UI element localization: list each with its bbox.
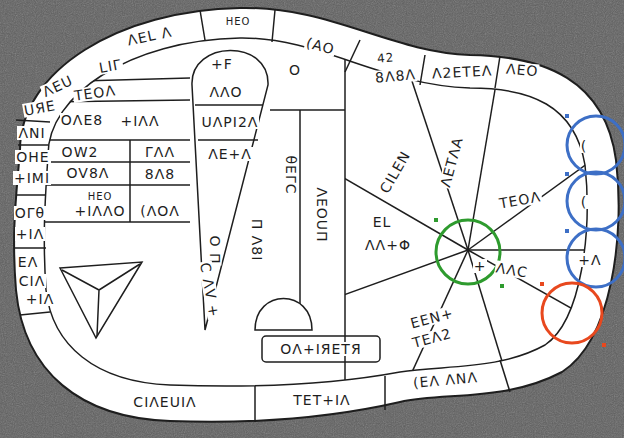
inscription-label: ( <box>580 195 588 209</box>
inscription-label: OΓθ <box>14 206 46 220</box>
inscription-label: OΛ+IЯETЯ <box>279 342 362 356</box>
highlight-circle <box>542 283 602 343</box>
dome-figure <box>255 299 312 331</box>
inscription-label: ΛΛ+Φ <box>364 238 412 252</box>
triangle-y <box>62 264 140 336</box>
inscription-label: +IΛ <box>15 227 45 241</box>
inscription-label: +IΛΛ <box>119 114 160 128</box>
inscription-label: LIΓ <box>97 57 124 75</box>
liver-outline <box>14 8 619 422</box>
inscription-label: UΛPI2Λ <box>201 115 260 129</box>
inscription-label: OΛE8 <box>60 113 104 127</box>
highlight-circle <box>567 172 624 230</box>
inscription-label: ΛEO <box>504 62 540 79</box>
inscription-label: EΛ <box>17 255 39 269</box>
outer-band-dividers <box>14 10 510 422</box>
inscription-label: HEO <box>225 17 252 27</box>
highlight-circle <box>436 220 500 284</box>
inscription-label: +IMI <box>13 171 51 185</box>
cone-band <box>198 139 258 141</box>
inscription-label: +IΛΛO <box>73 204 126 218</box>
inscription-label: θEΓC <box>283 155 297 196</box>
inscription-label: (ΛOΛ <box>139 204 181 218</box>
inscription-label: +F <box>210 57 234 71</box>
inner-border <box>44 38 587 386</box>
inscription-label: TET+IΛ <box>292 393 351 407</box>
bottom-cell <box>262 336 380 362</box>
inscription-label: EL <box>372 215 393 229</box>
inscription-label: 8Λ8Λ <box>373 67 417 85</box>
inscription-label: OHE <box>15 150 50 164</box>
inscription-label: ΓΛΛ <box>144 145 176 159</box>
inscription-label: HEO <box>87 192 114 202</box>
inscription-label: Λ2ETEΛ <box>431 63 494 80</box>
inscription-label: Π Λ8I <box>250 218 264 263</box>
inscription-label: ΛNI <box>17 126 46 140</box>
inscription-label: OW2 <box>61 145 100 159</box>
inscription-label: ( <box>580 139 588 153</box>
gall-cone <box>192 50 268 330</box>
inscription-label: 42 <box>376 51 396 65</box>
cone-band <box>195 104 263 106</box>
triangle-figure <box>60 262 142 338</box>
inscription-label: O <box>288 63 302 77</box>
inscription-label: ΛEOUΠ <box>315 186 329 243</box>
corner-marks <box>434 114 606 347</box>
highlight-circle <box>567 229 624 287</box>
inscription-label: + <box>473 259 488 273</box>
inscription-label: CIΛEUIΛ <box>132 395 197 409</box>
highlight-circle <box>567 116 624 174</box>
wedge-lines <box>40 40 620 420</box>
inscription-label: +IΛ <box>25 292 55 306</box>
inscription-label: CIΛ <box>18 274 46 288</box>
inscription-label: +Λ <box>577 253 602 267</box>
inscription-label: OV8Λ <box>66 166 111 180</box>
inscription-label: ΛE+Λ <box>207 147 253 161</box>
inscription-label: ΛΛO <box>208 85 243 99</box>
inscription-label: 8Λ8 <box>144 167 176 181</box>
